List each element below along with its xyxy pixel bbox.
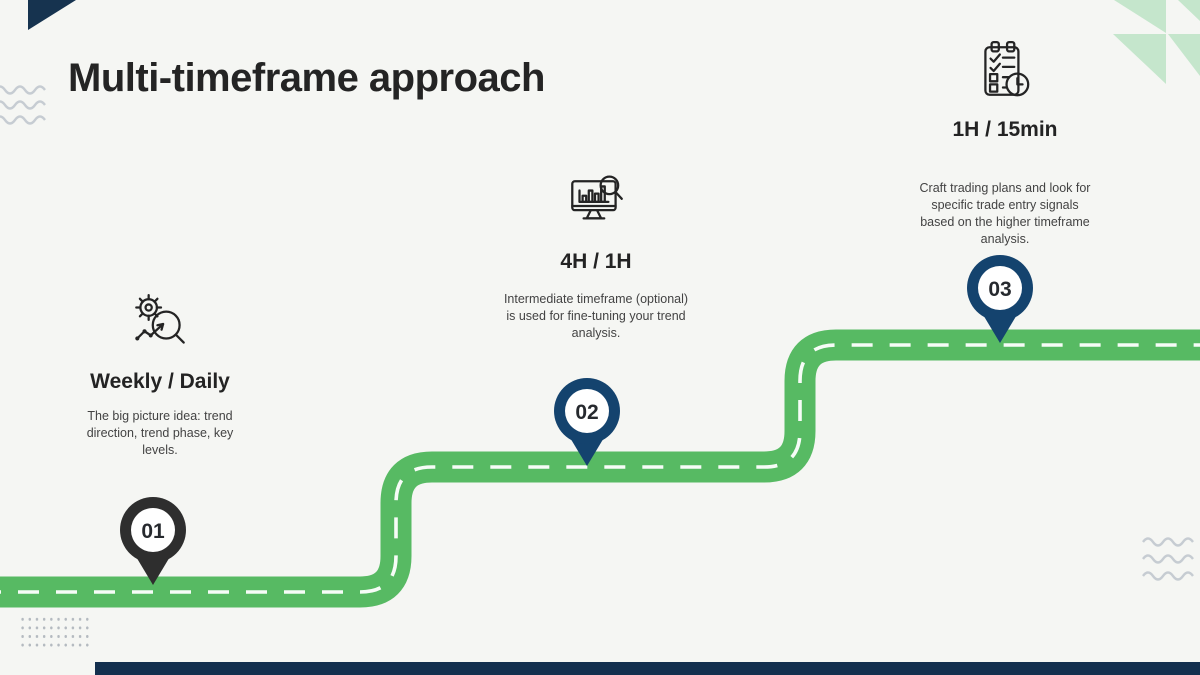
- dot-grid-decoration: [19, 615, 93, 651]
- map-pin-03: 03: [967, 255, 1033, 343]
- wavy-lines-left-decoration: [0, 85, 46, 125]
- map-pin-02: 02: [554, 378, 620, 466]
- pin-number-03: 03: [988, 278, 1011, 301]
- map-pin-01: 01: [120, 497, 186, 585]
- step-1-description: The big picture idea: trend direction, t…: [86, 409, 234, 457]
- monitor-chart-magnifier-icon: [571, 175, 623, 220]
- step-3-title: 1H / 15min: [952, 118, 1058, 141]
- bottom-bar-decoration: [95, 662, 1200, 675]
- wavy-lines-right-decoration: [1142, 537, 1194, 581]
- step-3-description: Craft trading plans and look for specifi…: [919, 181, 1091, 246]
- corner-triangle-decoration: [28, 0, 76, 30]
- pin-number-01: 01: [141, 520, 165, 543]
- clipboard-checklist-clock-icon: [984, 40, 1030, 97]
- pin-number-02: 02: [575, 401, 598, 424]
- step-2-description: Intermediate timeframe (optional) is use…: [503, 292, 689, 340]
- pinwheel-triangles-decoration: [1113, 0, 1200, 84]
- step-2-title: 4H / 1H: [560, 250, 632, 273]
- page-title: Multi-timeframe approach: [68, 56, 545, 100]
- gear-magnifier-trend-icon: [135, 294, 185, 344]
- step-1-title: Weekly / Daily: [90, 370, 230, 393]
